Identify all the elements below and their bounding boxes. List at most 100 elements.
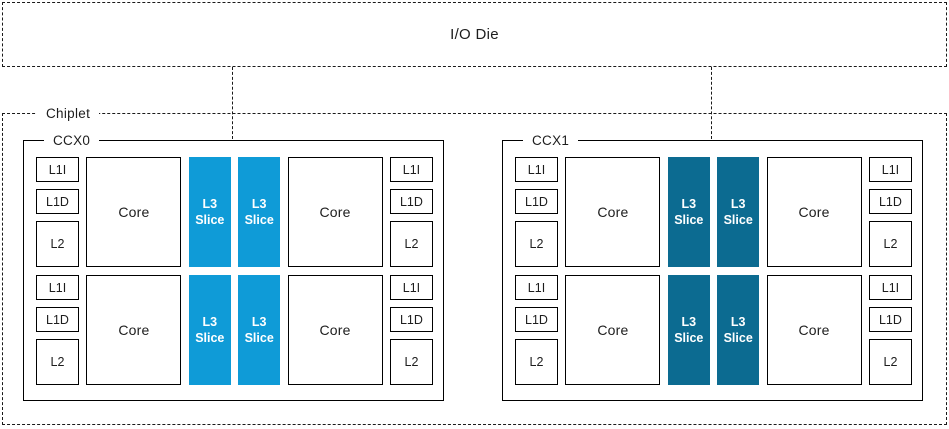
l2-cache-box: L2 bbox=[868, 221, 912, 267]
cache-column: L1I L1D L2 bbox=[36, 275, 79, 385]
l1d-cache-box: L1D bbox=[868, 307, 912, 332]
io-die-to-ccx1-connector-line bbox=[711, 67, 712, 139]
core-label: Core bbox=[118, 204, 150, 220]
l2-cache-box: L2 bbox=[36, 339, 79, 385]
l1i-cache-box: L1I bbox=[515, 275, 558, 300]
l2-label: L2 bbox=[529, 237, 544, 251]
l1i-label: L1I bbox=[48, 280, 67, 295]
io-die-box: I/O Die bbox=[2, 2, 947, 67]
ccx1-label: CCX1 bbox=[523, 132, 579, 150]
l3-label-line1: L3 bbox=[251, 196, 267, 211]
l2-cache-box: L2 bbox=[515, 339, 558, 385]
cache-column: L1I L1D L2 bbox=[515, 157, 558, 267]
l3-label-line2: Slice bbox=[674, 331, 704, 345]
l2-label: L2 bbox=[404, 237, 419, 251]
cache-column: L1I L1D L2 bbox=[515, 275, 558, 385]
cache-column: L1I L1D L2 bbox=[36, 157, 79, 267]
l1d-cache-box: L1D bbox=[36, 307, 79, 332]
core-label: Core bbox=[319, 204, 351, 220]
l3-label-line2: Slice bbox=[195, 331, 225, 345]
l1i-cache-box: L1I bbox=[515, 157, 558, 182]
l2-label: L2 bbox=[529, 355, 544, 369]
l1i-label: L1I bbox=[48, 162, 67, 177]
l1d-cache-box: L1D bbox=[515, 307, 558, 332]
cache-column: L1I L1D L2 bbox=[868, 275, 912, 385]
core-label: Core bbox=[118, 322, 150, 338]
l3-label-line1: L3 bbox=[202, 196, 218, 211]
l3-label-line1: L3 bbox=[251, 314, 267, 329]
l2-label: L2 bbox=[883, 355, 898, 369]
l3-label-line1: L3 bbox=[202, 314, 218, 329]
l2-label: L2 bbox=[50, 237, 65, 251]
core-box: Core bbox=[287, 275, 383, 385]
l1d-label: L1D bbox=[878, 194, 902, 209]
l3-label-line2: Slice bbox=[674, 213, 704, 227]
core-label: Core bbox=[798, 204, 830, 220]
l3-label-line2: Slice bbox=[244, 331, 274, 345]
chiplet-label: Chiplet bbox=[37, 105, 100, 123]
l2-cache-box: L2 bbox=[515, 221, 558, 267]
l1d-cache-box: L1D bbox=[389, 307, 433, 332]
l3-label-line2: Slice bbox=[195, 213, 225, 227]
core-label: Core bbox=[597, 322, 629, 338]
core-box: Core bbox=[766, 157, 862, 267]
cache-column: L1I L1D L2 bbox=[389, 157, 433, 267]
core-label: Core bbox=[597, 204, 629, 220]
l2-cache-box: L2 bbox=[36, 221, 79, 267]
l1d-label: L1D bbox=[46, 194, 69, 209]
l1d-label: L1D bbox=[878, 312, 902, 327]
l3-label-line1: L3 bbox=[681, 196, 697, 211]
l1d-label: L1D bbox=[46, 312, 69, 327]
l1i-label: L1I bbox=[402, 280, 421, 295]
l2-label: L2 bbox=[404, 355, 419, 369]
l1i-label: L1I bbox=[527, 162, 546, 177]
l1i-cache-box: L1I bbox=[36, 275, 79, 300]
l1i-cache-box: L1I bbox=[389, 157, 433, 182]
l1d-label: L1D bbox=[399, 194, 423, 209]
l1i-label: L1I bbox=[881, 280, 900, 295]
l2-label: L2 bbox=[883, 237, 898, 251]
core-label: Core bbox=[319, 322, 351, 338]
l3-label-line1: L3 bbox=[730, 196, 746, 211]
l1i-label: L1I bbox=[402, 162, 421, 177]
l1i-label: L1I bbox=[881, 162, 900, 177]
l1i-cache-box: L1I bbox=[389, 275, 433, 300]
l2-cache-box: L2 bbox=[868, 339, 912, 385]
l1i-label: L1I bbox=[527, 280, 546, 295]
l2-cache-box: L2 bbox=[389, 339, 433, 385]
l2-cache-box: L2 bbox=[389, 221, 433, 267]
l3-label-line2: Slice bbox=[244, 213, 274, 227]
l1d-cache-box: L1D bbox=[389, 189, 433, 214]
cache-column: L1I L1D L2 bbox=[389, 275, 433, 385]
l1i-cache-box: L1I bbox=[868, 157, 912, 182]
l3-label-line1: L3 bbox=[730, 314, 746, 329]
l1d-label: L1D bbox=[525, 312, 548, 327]
core-box: Core bbox=[86, 275, 182, 385]
l3-label-line2: Slice bbox=[723, 331, 753, 345]
l1d-label: L1D bbox=[399, 312, 423, 327]
core-box: Core bbox=[565, 157, 661, 267]
core-box: Core bbox=[766, 275, 862, 385]
l3-label-line1: L3 bbox=[681, 314, 697, 329]
l1d-cache-box: L1D bbox=[515, 189, 558, 214]
ccx0-label: CCX0 bbox=[44, 132, 100, 150]
l1i-cache-box: L1I bbox=[868, 275, 912, 300]
io-die-label: I/O Die bbox=[450, 26, 499, 43]
core-box: Core bbox=[86, 157, 182, 267]
l1d-cache-box: L1D bbox=[36, 189, 79, 214]
l1d-label: L1D bbox=[525, 194, 548, 209]
l1i-cache-box: L1I bbox=[36, 157, 79, 182]
l3-label-line2: Slice bbox=[723, 213, 753, 227]
